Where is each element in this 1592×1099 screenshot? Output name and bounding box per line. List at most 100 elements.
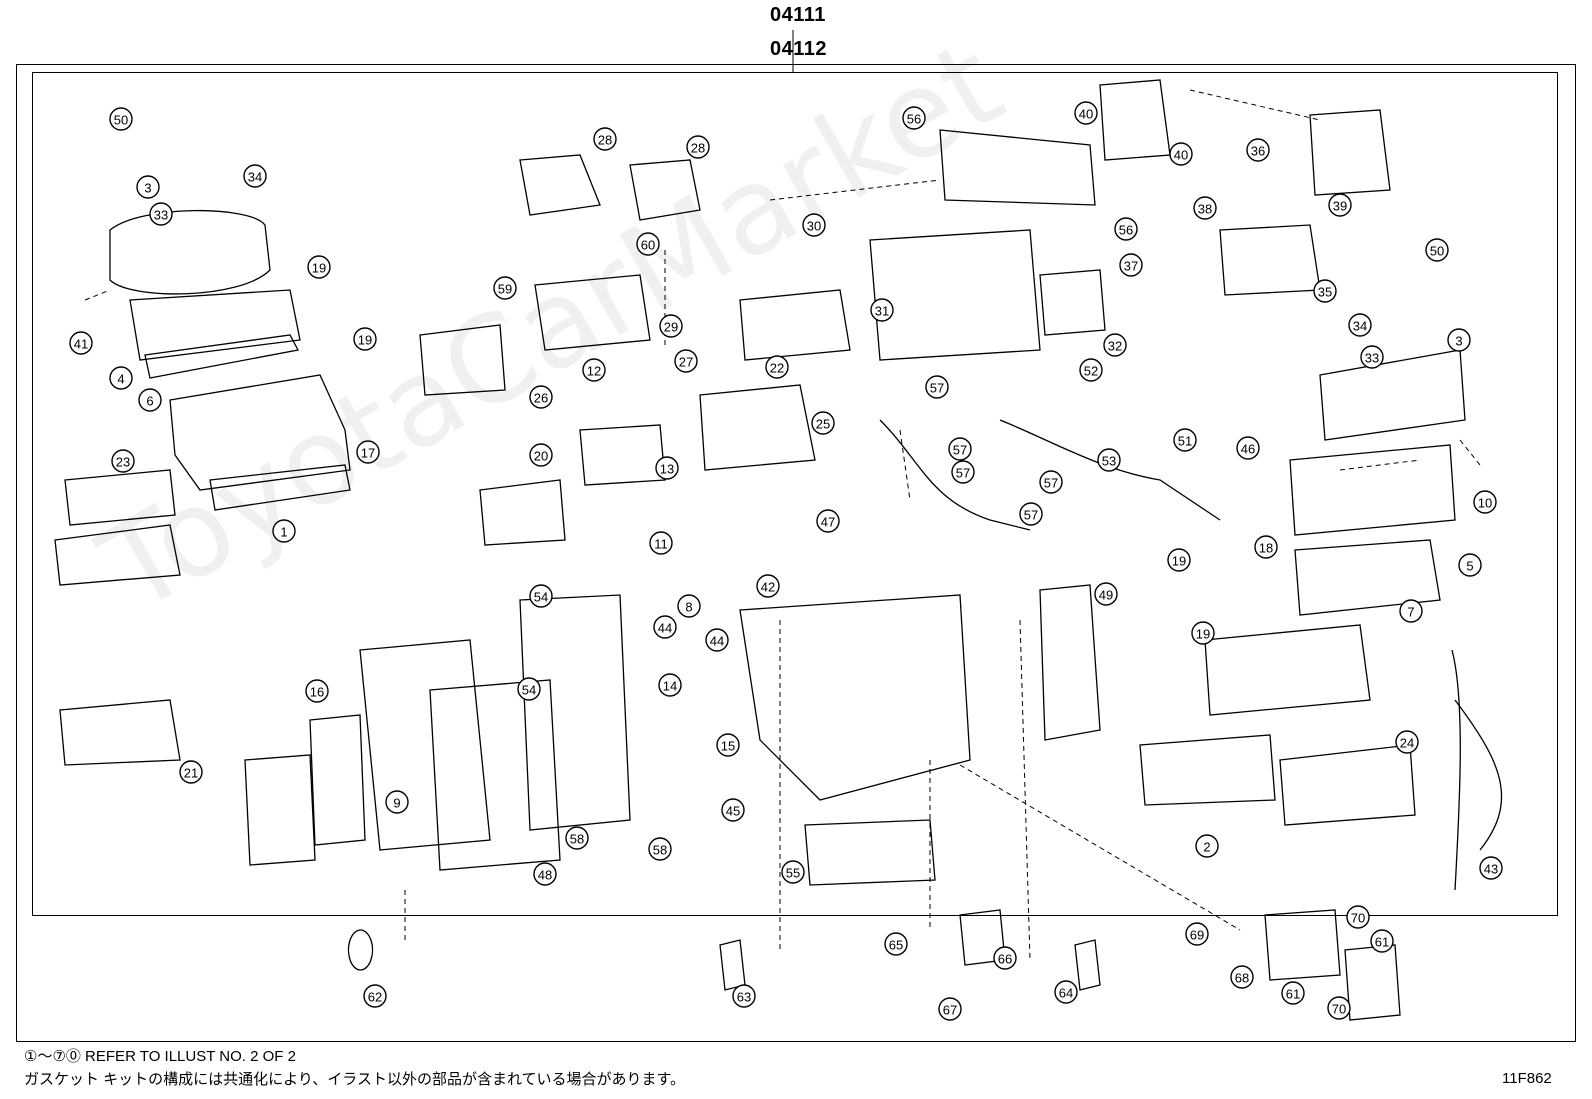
callout-39: 39 <box>1328 193 1352 217</box>
outer-frame <box>16 64 1576 1042</box>
callout-number: 5 <box>1466 559 1473 574</box>
callout-70: 70 <box>1327 996 1351 1020</box>
callout-number: 58 <box>570 832 584 847</box>
callout-number: 37 <box>1124 259 1138 274</box>
callout-34: 34 <box>243 164 267 188</box>
callout-19: 19 <box>353 327 377 351</box>
callout-number: 19 <box>1172 554 1186 569</box>
callout-8: 8 <box>677 594 701 618</box>
callout-19: 19 <box>1167 548 1191 572</box>
callout-number: 11 <box>654 537 668 552</box>
callout-31: 31 <box>870 298 894 322</box>
callout-23: 23 <box>111 449 135 473</box>
callout-number: 70 <box>1332 1002 1346 1017</box>
callout-67: 67 <box>938 997 962 1021</box>
callout-number: 31 <box>875 304 889 319</box>
callout-42: 42 <box>756 574 780 598</box>
callout-number: 50 <box>114 113 128 128</box>
callout-number: 36 <box>1251 144 1265 159</box>
callout-number: 57 <box>953 443 967 458</box>
callout-11: 11 <box>649 531 673 555</box>
callout-61: 61 <box>1370 929 1394 953</box>
callout-number: 41 <box>74 337 88 352</box>
callout-38: 38 <box>1193 196 1217 220</box>
callout-number: 53 <box>1102 454 1116 469</box>
callout-number: 40 <box>1079 107 1093 122</box>
callout-number: 44 <box>710 634 724 649</box>
callout-12: 12 <box>582 358 606 382</box>
callout-number: 2 <box>1203 840 1210 855</box>
callout-33: 33 <box>149 202 173 226</box>
part-outlines <box>54 79 1503 1021</box>
callout-number: 25 <box>816 417 830 432</box>
callout-60: 60 <box>636 232 660 256</box>
callout-24: 24 <box>1395 730 1419 754</box>
callout-number: 34 <box>1353 319 1367 334</box>
japanese-note: ガスケット キットの構成には共通化により、イラスト以外の部品が含まれている場合が… <box>24 1071 686 1088</box>
callout-9: 9 <box>385 790 409 814</box>
callout-number: 14 <box>663 679 677 694</box>
callout-number: 55 <box>786 866 800 881</box>
callout-number: 59 <box>498 282 512 297</box>
callout-number: 58 <box>653 843 667 858</box>
callout-number: 39 <box>1333 199 1347 214</box>
callout-number: 19 <box>312 261 326 276</box>
callout-number: 35 <box>1318 285 1332 300</box>
callout-number: 66 <box>998 952 1012 967</box>
callout-number: 61 <box>1375 935 1389 950</box>
callout-number: 3 <box>1455 334 1462 349</box>
callout-52: 52 <box>1079 358 1103 382</box>
callout-44: 44 <box>653 615 677 639</box>
callout-number: 6 <box>146 394 153 409</box>
callout-number: 23 <box>116 455 130 470</box>
callout-53: 53 <box>1097 448 1121 472</box>
callout-57: 57 <box>1019 502 1043 526</box>
callout-number: 54 <box>522 683 536 698</box>
callout-number: 9 <box>393 796 400 811</box>
callout-number: 68 <box>1235 971 1249 986</box>
callout-21: 21 <box>179 760 203 784</box>
callout-number: 42 <box>761 580 775 595</box>
callout-number: 29 <box>664 320 678 335</box>
callout-29: 29 <box>659 314 683 338</box>
callout-54: 54 <box>529 584 553 608</box>
callout-50: 50 <box>1425 238 1449 262</box>
callout-4: 4 <box>109 366 133 390</box>
callout-16: 16 <box>305 679 329 703</box>
callout-number: 21 <box>184 766 198 781</box>
callout-48: 48 <box>533 862 557 886</box>
callout-number: 30 <box>807 219 821 234</box>
callout-58: 58 <box>648 837 672 861</box>
callout-36: 36 <box>1246 138 1270 162</box>
callout-number: 8 <box>685 600 692 615</box>
callout-28: 28 <box>686 135 710 159</box>
callout-group: 5033433414619191723128286030592931261227… <box>69 101 1503 1021</box>
callout-number: 65 <box>889 938 903 953</box>
callout-number: 33 <box>1365 351 1379 366</box>
callout-number: 57 <box>930 381 944 396</box>
callout-46: 46 <box>1236 436 1260 460</box>
callout-number: 12 <box>587 364 601 379</box>
callout-number: 67 <box>943 1003 957 1018</box>
callout-number: 22 <box>770 361 784 376</box>
callout-number: 15 <box>721 739 735 754</box>
callout-3: 3 <box>136 175 160 199</box>
callout-57: 57 <box>1039 470 1063 494</box>
callout-number: 44 <box>658 621 672 636</box>
callout-number: 4 <box>117 372 124 387</box>
callout-number: 13 <box>660 462 674 477</box>
assembly-code: 04111 <box>770 4 826 26</box>
sub-assembly-code: 04112 <box>770 38 828 60</box>
callout-number: 19 <box>1196 627 1210 642</box>
callout-number: 57 <box>1024 508 1038 523</box>
callout-number: 57 <box>1044 476 1058 491</box>
callout-35: 35 <box>1313 279 1337 303</box>
callout-19: 19 <box>307 255 331 279</box>
callout-64: 64 <box>1054 980 1078 1004</box>
figure-id: 11F862 <box>1502 1070 1552 1087</box>
callout-47: 47 <box>816 509 840 533</box>
callout-number: 60 <box>641 238 655 253</box>
callout-number: 10 <box>1478 496 1492 511</box>
callout-number: 1 <box>280 525 287 540</box>
callout-44: 44 <box>705 628 729 652</box>
